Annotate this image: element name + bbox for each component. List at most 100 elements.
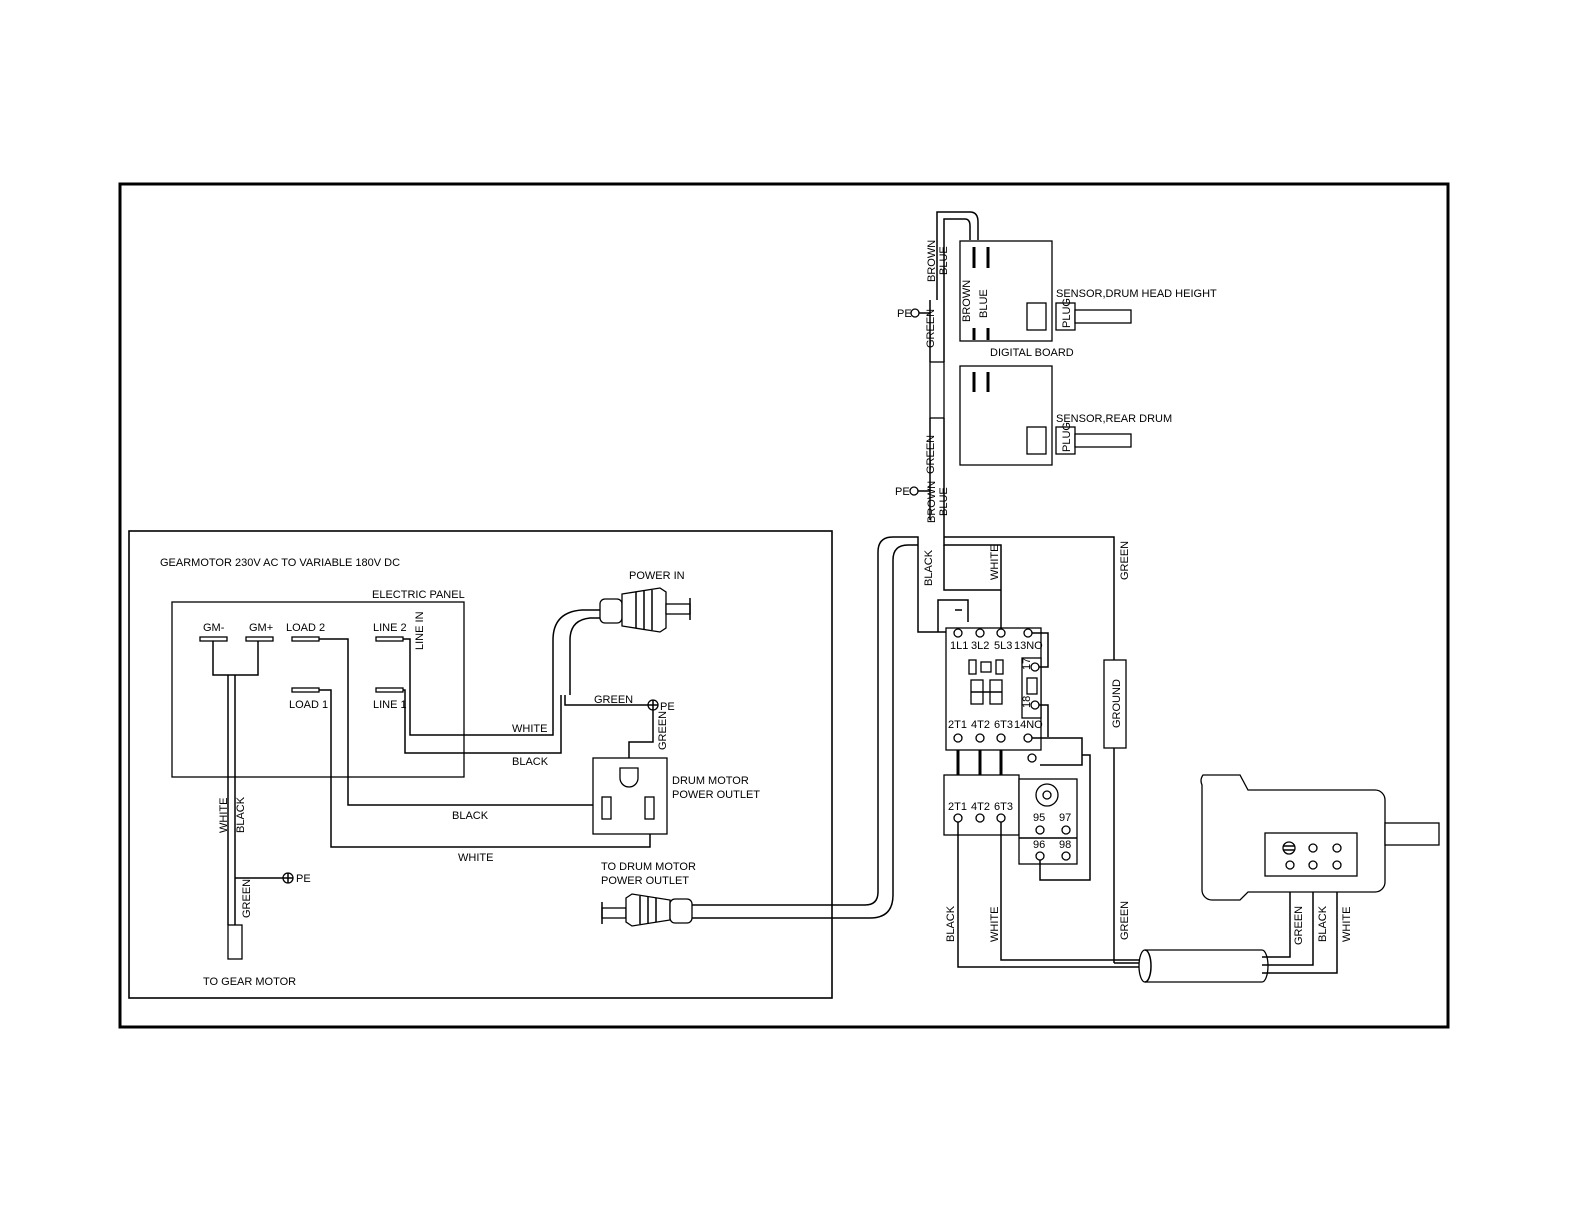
drum-outlet-slot-left (601, 796, 612, 820)
to-drum-label-2: POWER OUTLET (601, 875, 689, 887)
relay-96-label: 96 (1033, 839, 1045, 851)
motor-black-wire (957, 822, 1145, 968)
relay-95-label: 95 (1033, 812, 1045, 824)
outer-frame (118, 182, 1450, 1029)
ground-green-label: GREEN (1119, 541, 1131, 580)
load2-label: LOAD 2 (286, 622, 325, 634)
load2-terminal (291, 636, 320, 642)
overload-2t1 (953, 813, 963, 823)
pe2-symbol (909, 486, 919, 496)
gm-plus-label: GM+ (249, 622, 273, 634)
ground-green-label-2: GREEN (1119, 901, 1131, 940)
motor-term-mid-bottom (1308, 860, 1318, 870)
power-green-wire (564, 695, 648, 706)
power-in-cord (552, 609, 600, 695)
motor-term-right-top (1332, 843, 1342, 853)
top-brown-label: BROWN (926, 240, 938, 282)
motor-black-label: BLACK (945, 905, 957, 942)
green2-label: GREEN (925, 435, 937, 474)
motor-ground-term (1282, 841, 1296, 855)
motor-term-left-bottom (1285, 860, 1295, 870)
sensor-rear-drum-leads (972, 372, 990, 392)
feed-loop-wire (943, 545, 1001, 591)
gearmotor-panel-title: GEARMOTOR 230V AC TO VARIABLE 180V DC (160, 557, 400, 569)
gm-pe-label: PE (296, 873, 311, 885)
contactor-bracket (937, 599, 969, 632)
gearmotor-panel: GEARMOTOR 230V AC TO VARIABLE 180V DC EL… (128, 530, 918, 999)
feed-white-wire (943, 520, 1002, 632)
motor-white-wire (1000, 822, 1145, 961)
gm-white-label: WHITE (218, 798, 230, 833)
gm-pe-cross (283, 873, 293, 883)
motor-term-mid-top (1308, 843, 1318, 853)
feed-white-label: WHITE (989, 545, 1001, 580)
sensor2-window (1026, 426, 1047, 455)
aux-17-label: 17 (1021, 658, 1033, 670)
sensor1-blue-label: BLUE (978, 289, 990, 318)
aux-18-label: 18 (1021, 696, 1033, 708)
relay-wiring (1039, 754, 1091, 881)
line-white-label: WHITE (512, 723, 547, 735)
contactor-1l1 (953, 628, 963, 638)
line-in-label: LINE IN (414, 611, 426, 650)
contactor-top-1: 3L2 (971, 640, 989, 652)
power-in-plug-grip (635, 590, 653, 630)
contactor-4t2 (975, 733, 985, 743)
overload-term-1: 4T2 (971, 801, 990, 813)
gm-green-label: GREEN (241, 879, 253, 918)
overload-body (943, 774, 1020, 836)
contactor-13no (1023, 628, 1033, 638)
contactor-top-0: 1L1 (950, 640, 968, 652)
line2-white-wire (403, 638, 554, 736)
ground-terminal-strip (1103, 659, 1127, 749)
line-black-label: BLACK (512, 756, 549, 768)
control-panel: BROWN BLUE BROWN BLUE PLUG SENSOR,DRUM H… (895, 211, 1440, 983)
gear-motor-cable-end (227, 924, 243, 960)
load1-label: LOAD 1 (289, 699, 328, 711)
ground-run-wire (944, 536, 1115, 660)
relay-98-label: 98 (1059, 839, 1071, 851)
gm-black-label: BLACK (235, 796, 247, 833)
outlet-green-wire (628, 710, 654, 768)
motor-cable-sleeve-end (1144, 949, 1152, 983)
to-drum-prong (601, 907, 627, 919)
contactor-6t3 (996, 733, 1006, 743)
cable-sleeve-1 (929, 361, 945, 419)
relay-96-term (1035, 851, 1045, 861)
relay-97-label: 97 (1059, 812, 1071, 824)
overload-term-2: 6T3 (994, 801, 1013, 813)
bottom-brown-label: BROWN (926, 481, 938, 523)
power-pe-label: PE (660, 701, 675, 713)
contactor-5l3 (996, 628, 1006, 638)
contactor-bottom-1: 4T2 (971, 719, 990, 731)
bottom-blue-label: BLUE (938, 487, 950, 516)
sensor-drum-head-leads (972, 247, 990, 340)
ground-label: GROUND (1111, 679, 1123, 728)
load-white-label: WHITE (458, 852, 493, 864)
motor-term-white-label: WHITE (1341, 907, 1353, 942)
motor-cable-out (1262, 868, 1338, 974)
contactor-top-3: 13NO (1014, 640, 1043, 652)
contactor-link-bars (956, 750, 1003, 775)
motor-term-green-label: GREEN (1293, 906, 1305, 945)
overload-6t3 (996, 813, 1006, 823)
electric-panel-label: ELECTRIC PANEL (372, 589, 465, 601)
overload-4t2 (975, 813, 985, 823)
power-in-label: POWER IN (629, 570, 685, 582)
sensor1-window (1026, 302, 1047, 331)
gm-plus-terminal (245, 636, 274, 642)
feed-black-label: BLACK (923, 549, 935, 586)
sensor2-plug-label: PLUG (1061, 422, 1073, 452)
motor-term-black-label: BLACK (1317, 905, 1329, 942)
drum-outlet-ground (619, 767, 639, 788)
aux-wiring (1032, 632, 1049, 737)
outlet-green-label: GREEN (657, 711, 669, 750)
power-in-prong (665, 603, 691, 615)
sensor-cable-bundle (929, 300, 945, 520)
green1-label: GREEN (925, 309, 937, 348)
pe2-label: PE (895, 486, 910, 498)
pe1-label: PE (897, 308, 912, 320)
drum-motor-shaft (1384, 822, 1440, 846)
to-drum-label-1: TO DRUM MOTOR (601, 861, 696, 873)
contactor-14no (1023, 733, 1033, 743)
